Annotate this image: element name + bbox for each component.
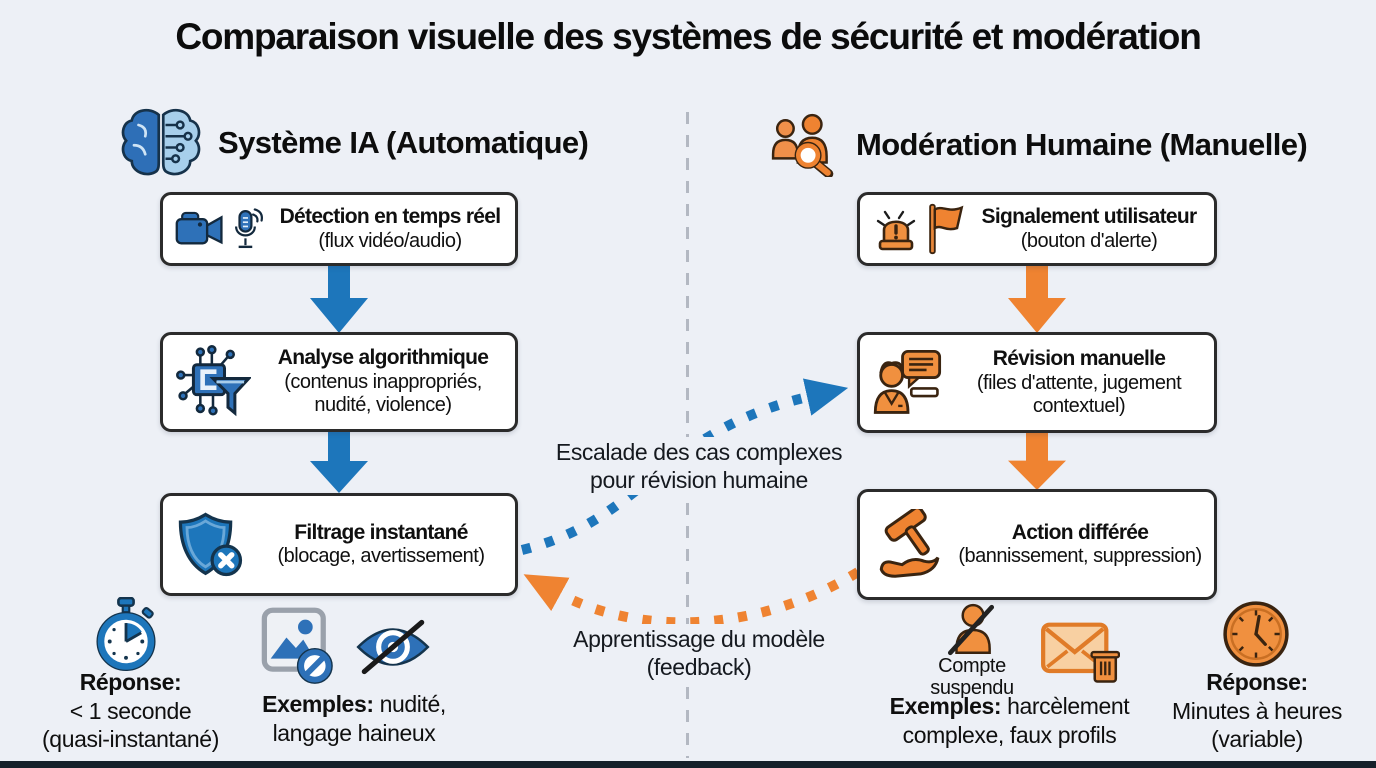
- ai-response-note: (quasi-instantané): [42, 726, 219, 753]
- ai-examples-caption: Exemples: nudité, langage haineux: [238, 690, 470, 747]
- human-flow-arrow-2: [1008, 433, 1066, 490]
- ai-response-caption: Réponse: < 1 seconde (quasi-instantané): [18, 668, 243, 754]
- reviewer-chat-icon: [872, 348, 944, 418]
- ai-brain-icon: [120, 107, 202, 179]
- suspended-user-icon: [941, 601, 1001, 659]
- human-flow-arrow-1: [1008, 265, 1066, 333]
- human-response-caption: Réponse: Minutes à heures (variable): [1158, 668, 1356, 754]
- box-subtitle: (blocage, avertissement): [277, 545, 485, 568]
- box-title: Détection en temps réel: [279, 205, 502, 229]
- ai-response-value: < 1 seconde: [69, 697, 192, 724]
- ai-column-title: Système IA (Automatique): [218, 125, 589, 160]
- human-response-value: Minutes à heures: [1171, 697, 1343, 724]
- hammer-hand-icon: [872, 508, 946, 581]
- footer-bar: [0, 761, 1376, 768]
- box-subtitle: (contenus inappropriés, nudité, violence…: [284, 371, 482, 417]
- ai-column-header: Système IA (Automatique): [120, 104, 589, 182]
- box-subtitle: (bannissement, suppression): [958, 545, 1202, 568]
- hidden-eye-icon: [352, 618, 434, 676]
- human-box-report: Signalement utilisateur (bouton d'alerte…: [857, 192, 1217, 266]
- human-box-review: Révision manuelle (files d'attente, juge…: [857, 332, 1217, 433]
- ai-flow-arrow-2: [310, 431, 368, 493]
- people-search-icon: [770, 113, 840, 177]
- feedback-arrow: [523, 567, 861, 628]
- column-divider: [686, 112, 689, 758]
- box-subtitle: (files d'attente, jugement contextuel): [976, 371, 1182, 417]
- escalation-label: Escalade des cas complexes pour révision…: [545, 437, 853, 496]
- suspended-user-label: Compte suspendu: [930, 655, 1014, 700]
- ai-box-filtering: Filtrage instantané (blocage, avertissem…: [160, 493, 518, 596]
- box-subtitle: (flux vidéo/audio): [318, 229, 462, 252]
- ai-flow-arrow-1: [310, 265, 368, 333]
- alarm-siren-icon: [872, 206, 920, 252]
- delete-message-icon: [1040, 616, 1120, 686]
- video-camera-icon: [175, 210, 225, 248]
- ai-box-analysis: Analyse algorithmique (contenus inapprop…: [160, 332, 518, 432]
- human-examples-label: Exemples:: [889, 693, 1002, 719]
- human-examples-text: harcèlement complexe, faux profils: [902, 693, 1130, 748]
- human-examples-caption: Exemples: harcèlement complexe, faux pro…: [872, 692, 1147, 749]
- page-title: Comparaison visuelle des systèmes de séc…: [175, 16, 1201, 57]
- box-title: Signalement utilisateur: [981, 205, 1198, 229]
- box-title: Révision manuelle: [992, 346, 1166, 370]
- ai-response-label: Réponse:: [79, 669, 182, 695]
- box-subtitle: (bouton d'alerte): [1020, 229, 1158, 252]
- feedback-label: Apprentissage du modèle (feedback): [555, 624, 843, 683]
- microphone-icon: [231, 205, 265, 253]
- ai-examples-text: nudité, langage haineux: [272, 691, 447, 746]
- stopwatch-icon: [90, 597, 162, 673]
- clock-icon: [1221, 599, 1291, 669]
- human-column-title: Modération Humaine (Manuelle): [856, 127, 1308, 162]
- human-response-note: (variable): [1211, 726, 1303, 753]
- chip-funnel-icon: [175, 344, 251, 420]
- human-column-header: Modération Humaine (Manuelle): [770, 106, 1308, 184]
- box-title: Action différée: [1011, 520, 1149, 544]
- shield-block-icon: [175, 511, 247, 579]
- ai-box-detection: Détection en temps réel (flux vidéo/audi…: [160, 192, 518, 266]
- report-flag-icon: [926, 203, 964, 255]
- box-title: Filtrage instantané: [294, 520, 468, 544]
- blocked-image-icon: [260, 606, 336, 688]
- box-title: Analyse algorithmique: [277, 346, 489, 370]
- ai-examples-label: Exemples:: [262, 691, 374, 717]
- human-response-label: Réponse:: [1206, 669, 1308, 695]
- human-box-action: Action différée (bannissement, suppressi…: [857, 489, 1217, 600]
